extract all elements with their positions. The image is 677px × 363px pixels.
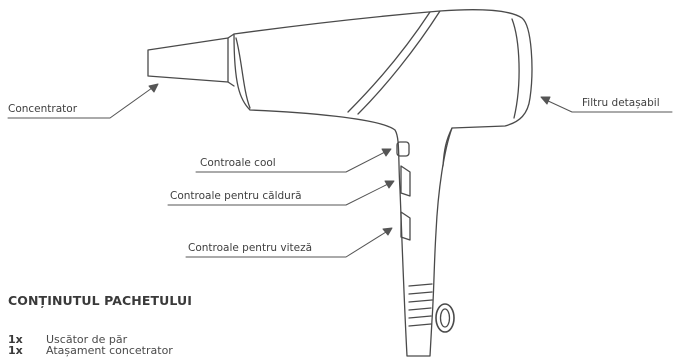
callout-concentrator: Concentrator [8,103,77,115]
package-contents-list: 1x Uscător de păr 1x Atașament concetrat… [8,334,408,356]
heat-switch [401,166,410,196]
item-quantity: 1x [8,345,23,356]
callout-cool-controls: Controale cool [200,157,276,169]
dryer-body [234,10,532,356]
callout-leaders [8,84,672,257]
concentrator-nozzle [148,34,234,86]
item-name: Atașament concetrator [46,345,173,356]
callout-heat-controls: Controale pentru căldură [170,190,302,202]
callout-filter: Filtru detașabil [582,97,660,109]
package-contents-title: CONȚINUTUL PACHETULUI [8,293,192,308]
list-item: 1x Atașament concetrator [8,345,408,356]
callout-speed-controls: Controale pentru viteză [188,242,312,254]
